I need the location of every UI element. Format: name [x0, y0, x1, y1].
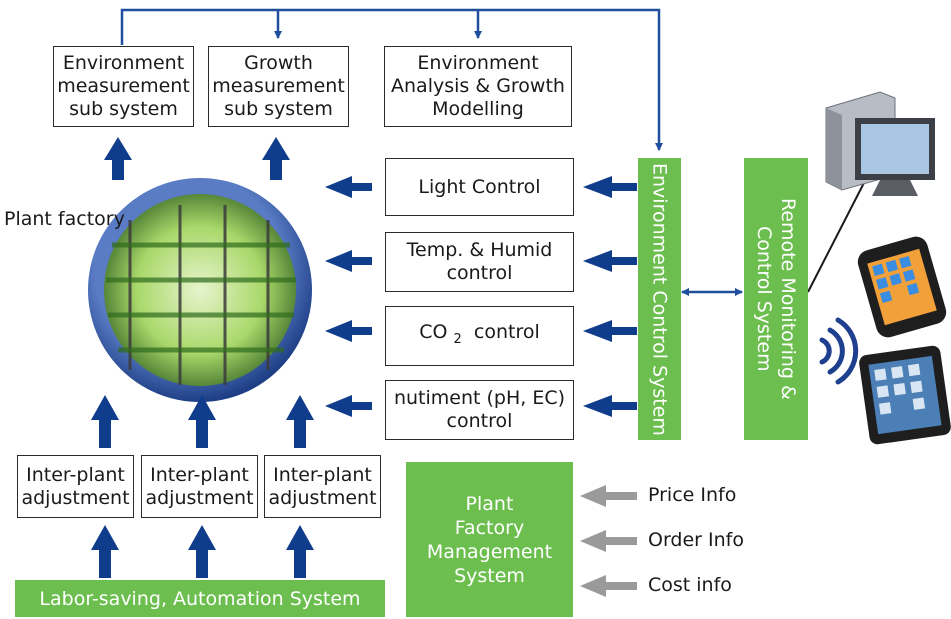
cost-info-label: Cost info [648, 574, 732, 596]
computer-link-line [807, 174, 869, 293]
order-info-label: Order Info [648, 529, 744, 551]
temp-humid-control-box: Temp. & Humid control [385, 232, 574, 292]
gray-arrows [580, 485, 637, 597]
price-info-label: Price Info [648, 484, 737, 506]
remote-monitoring-system: Remote Monitoring & Control System [744, 158, 808, 440]
feedback-bus [120, 8, 663, 151]
plant-factory-label: Plant factory [4, 208, 125, 230]
inter-plant-adjustment-box: Inter-plant adjustment [141, 455, 258, 518]
environment-measurement-box: Environment measurement sub system [53, 46, 194, 127]
plant-factory-circle [88, 178, 312, 402]
wireless-signal-icon [819, 317, 859, 385]
growth-measurement-box: Growth measurement sub system [208, 46, 349, 127]
desktop-computer-icon [825, 91, 935, 196]
nutrient-control-box: nutiment (pH, EC) control [385, 380, 574, 440]
co2-label: CO 2 control [419, 321, 540, 347]
smartphone-icon [857, 236, 947, 338]
blue-arrows [91, 137, 637, 578]
tablet-icon [859, 345, 951, 445]
environment-analysis-box: Environment Analysis & Growth Modelling [384, 46, 572, 127]
light-control-box: Light Control [385, 158, 574, 216]
labor-saving-automation-bar: Labor-saving, Automation System [15, 580, 385, 617]
environment-control-system: Environment Control System [638, 158, 681, 440]
inter-plant-adjustment-box: Inter-plant adjustment [264, 455, 381, 518]
plant-factory-management-system: Plant Factory Management System [406, 462, 573, 617]
inter-plant-adjustment-box: Inter-plant adjustment [17, 455, 134, 518]
co2-control-box: CO 2 control [385, 306, 574, 366]
